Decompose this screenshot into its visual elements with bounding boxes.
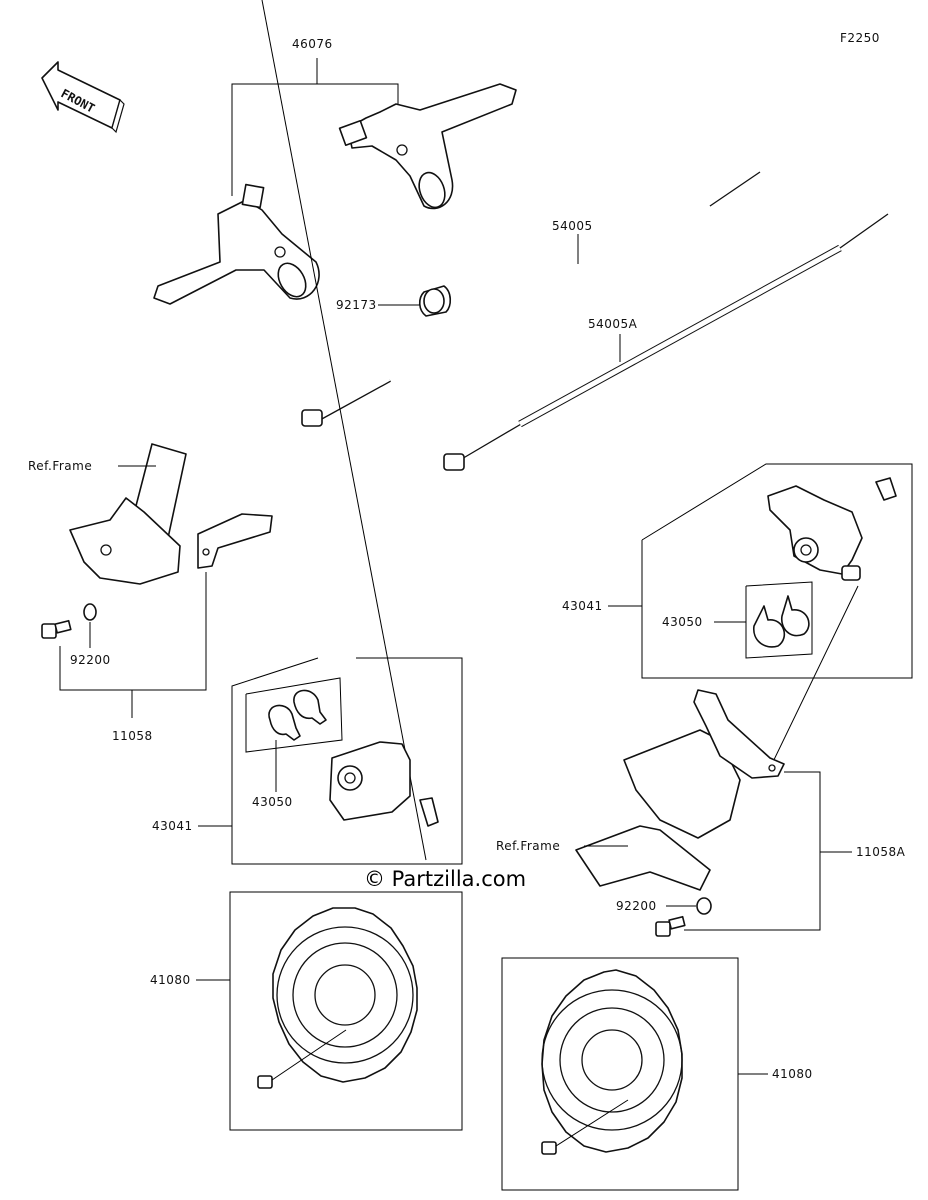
brake-pads-right-icon <box>753 595 810 648</box>
brake-lever-left-icon <box>153 183 320 305</box>
pads-right-box <box>745 581 813 659</box>
leader-lever-set <box>231 58 399 196</box>
caliper-right-icon <box>767 477 897 581</box>
brake-pads-left-icon <box>268 689 327 741</box>
cable-alt-icon <box>443 213 889 471</box>
label-lever-set: 46076 <box>292 37 333 51</box>
disc-left-box <box>229 891 463 1131</box>
bolt-alignment-line <box>261 0 427 861</box>
brake-disc-right-icon <box>541 969 683 1153</box>
bolt-disc-left-icon <box>257 1029 347 1089</box>
caliper-left-box <box>231 657 463 865</box>
washer-left-icon <box>83 603 97 621</box>
caliper-to-bracket-line <box>769 585 859 769</box>
pads-left-box <box>245 677 343 753</box>
bracket-left-icon <box>197 513 273 569</box>
caliper-right-box <box>641 463 913 679</box>
leader-bracket-left <box>59 572 207 691</box>
label-pads-left: 43050 <box>252 795 293 809</box>
leader-bracket-right <box>684 771 821 931</box>
brake-lever-right-icon <box>338 83 517 210</box>
brake-disc-left-icon <box>272 907 418 1083</box>
label-disc-right: 41080 <box>772 1067 813 1081</box>
clamp-icon <box>418 285 452 317</box>
label-clamp: 92173 <box>336 298 377 312</box>
label-ref-frame-right: Ref.Frame <box>496 839 560 853</box>
label-cable-alt: 54005A <box>588 317 638 331</box>
label-disc-left: 41080 <box>150 973 191 987</box>
label-washer-left: 92200 <box>70 653 111 667</box>
label-caliper-right: 43041 <box>562 599 603 613</box>
front-arrow-icon: FRONT <box>41 61 125 134</box>
washer-right-icon <box>696 897 712 915</box>
label-bracket-right: 11058A <box>856 845 906 859</box>
label-pads-right: 43050 <box>662 615 703 629</box>
frame-rear-right-icon <box>575 729 741 891</box>
label-bracket-left: 11058 <box>112 729 153 743</box>
bolt-disc-right-icon <box>541 1099 629 1155</box>
label-caliper-left: 43041 <box>152 819 193 833</box>
label-ref-frame-left: Ref.Frame <box>28 459 92 473</box>
bolt-right-icon <box>655 915 686 937</box>
label-cable: 54005 <box>552 219 593 233</box>
bolt-left-icon <box>41 619 72 639</box>
frame-fork-left-icon <box>69 443 187 585</box>
diagram-code: F2250 <box>840 31 880 45</box>
cable-icon <box>301 171 761 427</box>
bracket-right-icon <box>693 689 785 779</box>
caliper-left-icon <box>329 741 439 827</box>
watermark: © Partzilla.com <box>364 867 526 891</box>
label-washer-right: 92200 <box>616 899 657 913</box>
